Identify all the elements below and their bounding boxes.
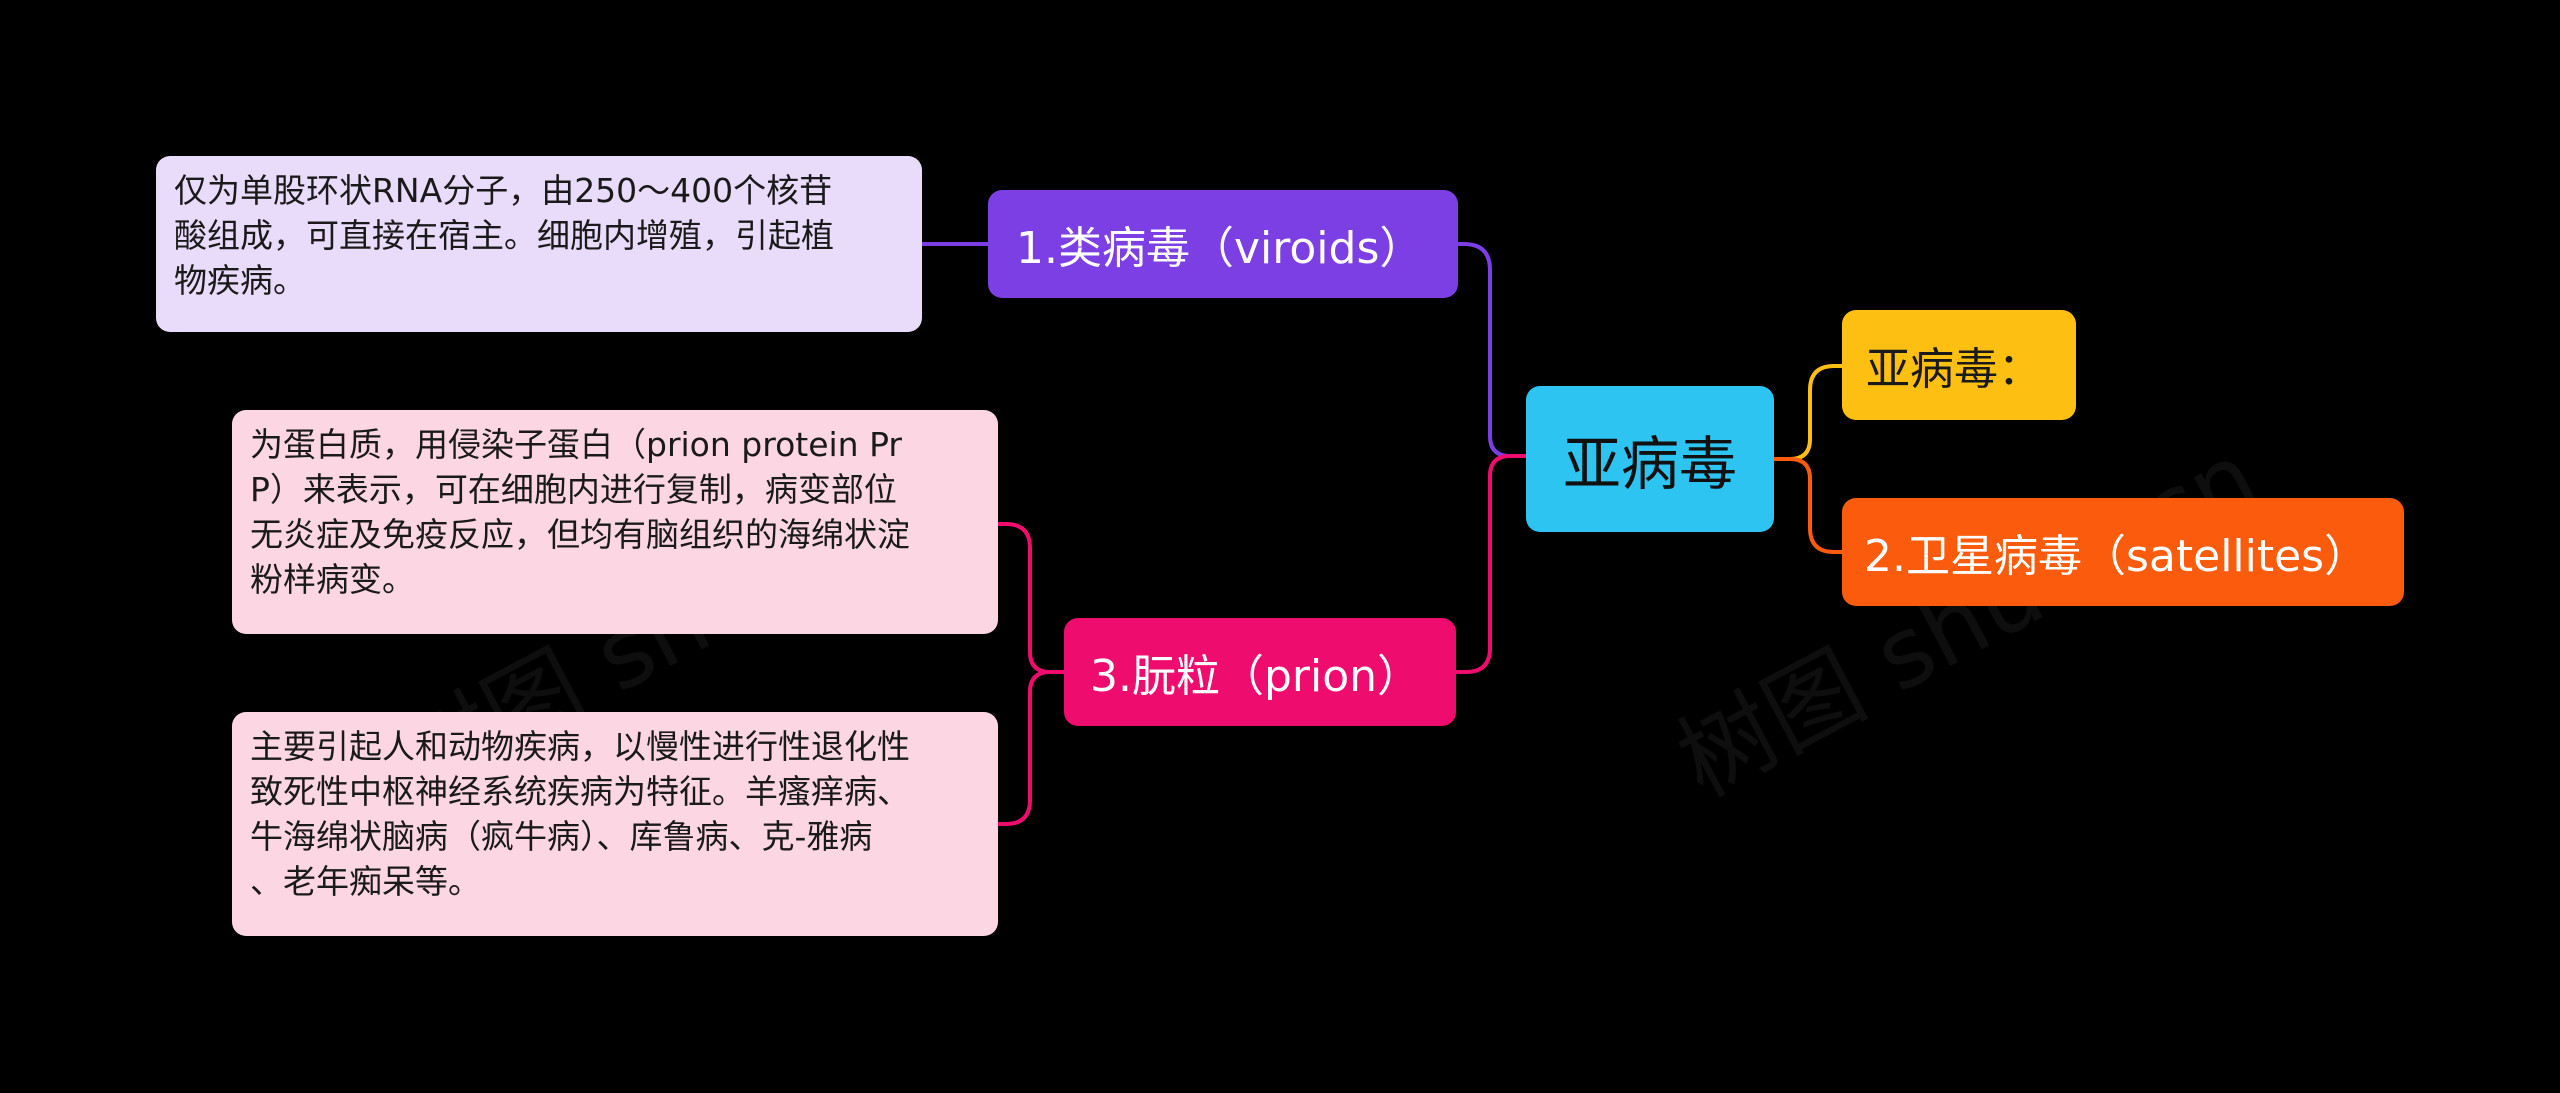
- root-label: 亚病毒: [1562, 430, 1737, 498]
- branch-subvirus[interactable]: 亚病毒：: [1842, 310, 2076, 420]
- branch-satellites-label: 2.卫星病毒（satellites）: [1864, 531, 2369, 582]
- link-root-prion: [1456, 454, 1528, 674]
- branch-satellites[interactable]: 2.卫星病毒（satellites）: [1842, 498, 2404, 606]
- branch-prion-label: 3.朊粒（prion）: [1090, 651, 1422, 702]
- note-prion-2: 主要引起人和动物疾病，以慢性进行性退化性 致死性中枢神经系统疾病为特征。羊瘙痒病…: [232, 712, 998, 936]
- branch-subvirus-label: 亚病毒：: [1866, 344, 2042, 395]
- branch-viroids[interactable]: 1.类病毒（viroids）: [988, 190, 1458, 298]
- link-prion-note1: [996, 522, 1064, 674]
- branch-prion[interactable]: 3.朊粒（prion）: [1064, 618, 1456, 726]
- link-prion-note2: [996, 670, 1064, 826]
- root-node[interactable]: 亚病毒: [1526, 386, 1774, 532]
- note-viroids: 仅为单股环状RNA分子，由250～400个核苷 酸组成，可直接在宿主。细胞内增殖…: [156, 156, 922, 332]
- link-root-subvirus: [1774, 364, 1844, 461]
- link-root-satellites: [1774, 457, 1844, 554]
- note-prion-1: 为蛋白质，用侵染子蛋白（prion protein Pr P）来表示，可在细胞内…: [232, 410, 998, 634]
- branch-viroids-label: 1.类病毒（viroids）: [1016, 223, 1424, 274]
- link-root-viroids: [1456, 242, 1528, 458]
